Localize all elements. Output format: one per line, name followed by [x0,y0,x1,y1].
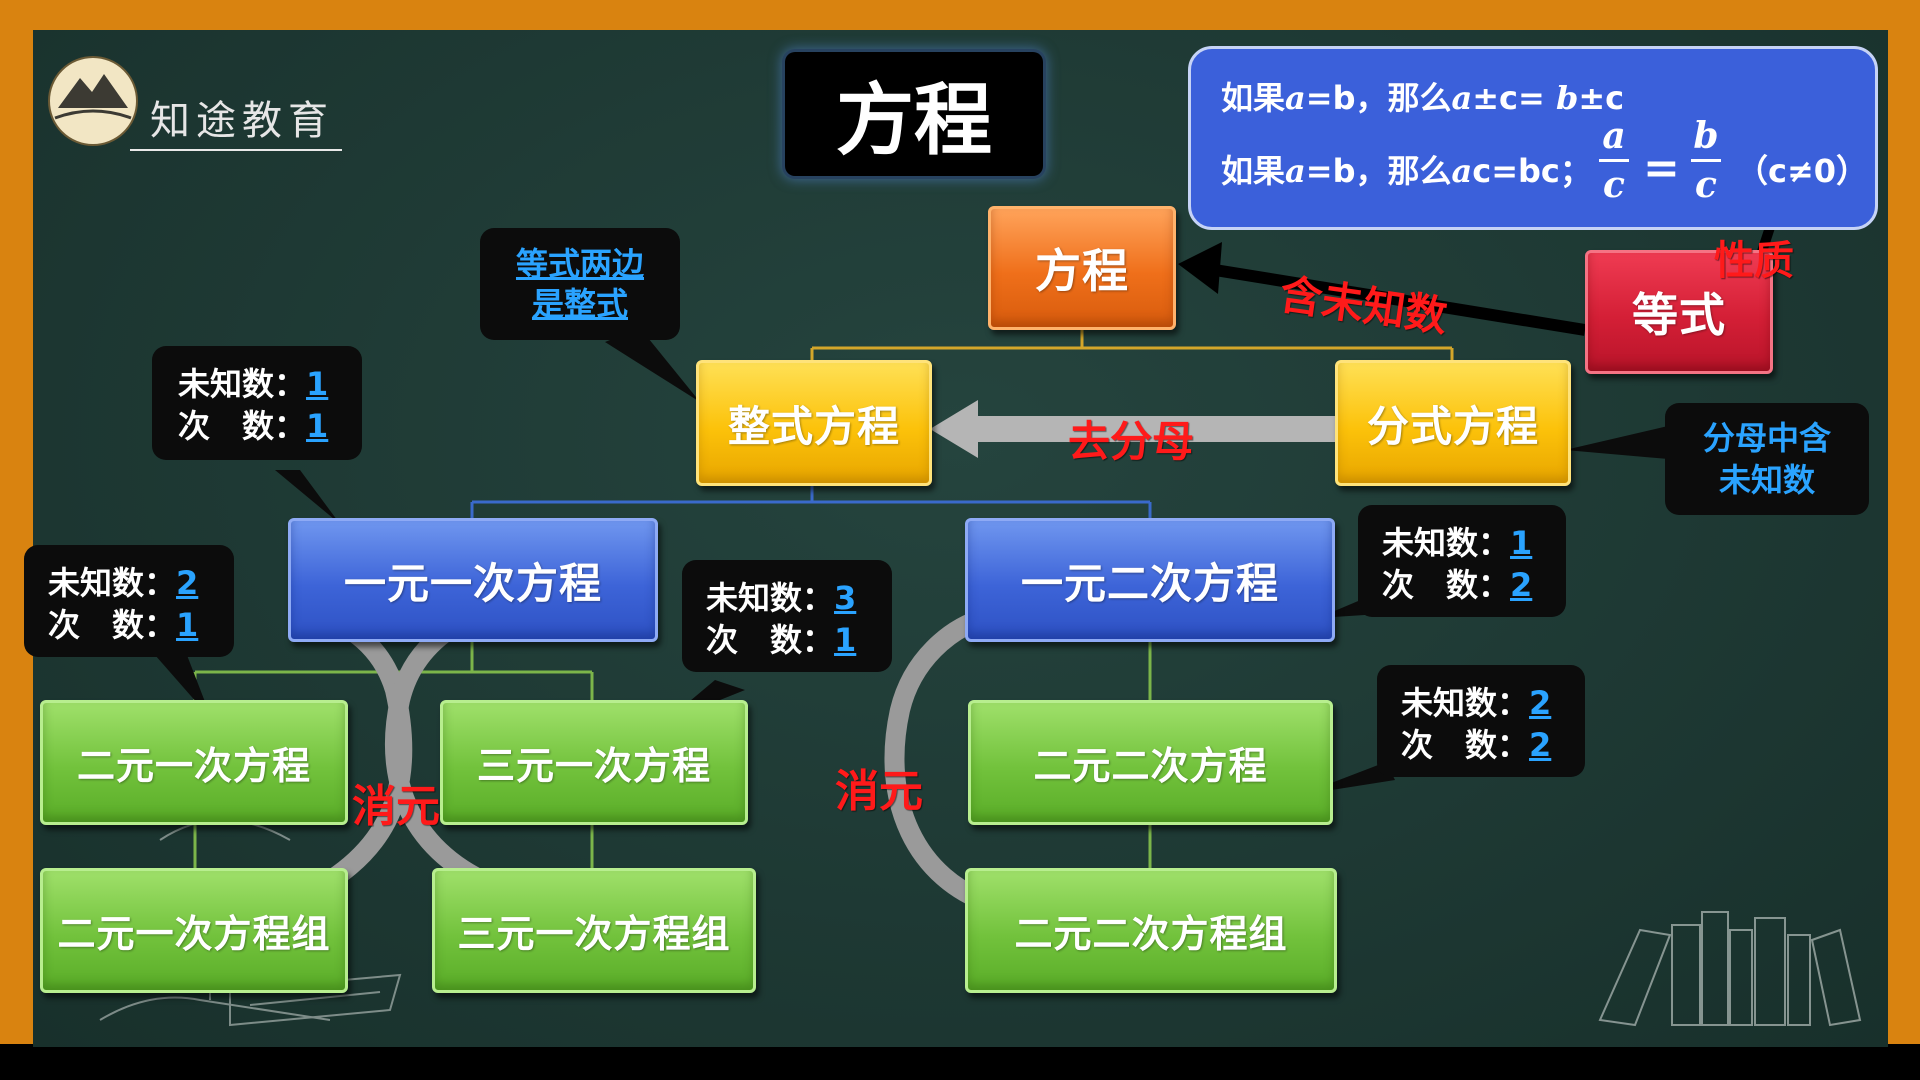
connector-blue [470,486,1152,518]
callout-sanyuan-yici: 未知数：3 次 数：1 [682,560,892,672]
callout-yiyuan-yici: 未知数：1 次 数：1 [152,346,362,460]
callout-label: 未知数： [178,365,307,403]
callout-value: 1 [176,606,199,644]
arrow-qu-fenmu [960,416,1340,442]
arrow-han-weizhishu [1214,264,1586,336]
equals-sign: = [1643,143,1680,194]
callout-text: 是整式 [531,285,628,323]
condition-text: （c≠0） [1736,152,1869,190]
formula-text: 如果 [1221,152,1286,190]
callout-value: 1 [306,407,329,445]
callout-label: 未知数： [706,579,835,617]
formula-text: ±c [1578,79,1625,117]
node-sanyuan-yici: 三元一次方程 [440,700,748,825]
connector-yellow [810,330,1454,362]
formula-var: b [1555,79,1579,117]
fraction-b-over-c: b c [1691,115,1721,206]
node-zhengshi-fangcheng: 整式方程 [696,360,932,486]
callout-row: 次 数：2 [1401,724,1585,766]
node-fenshi-fangcheng: 分式方程 [1335,360,1571,486]
callout-yiyuan-erci: 未知数：1 次 数：2 [1358,505,1566,617]
callout-row: 次 数：1 [48,604,234,646]
bottom-bar [0,1044,1920,1080]
callout-label: 次 数： [48,606,177,644]
node-yiyuan-yici: 一元一次方程 [288,518,658,642]
callout-row: 未知数：3 [706,577,892,619]
page-title: 方程 [785,52,1043,176]
callout-label: 未知数： [1401,684,1530,722]
fraction-a-over-c: a c [1599,115,1629,206]
callout-fenshi-note: 分母中含 未知数 [1665,403,1869,515]
callout-row: 未知数：2 [1401,682,1585,724]
pointer-zhengshi [605,328,700,402]
callout-value: 2 [1529,684,1552,722]
callout-value: 3 [834,579,857,617]
fraction-denominator: c [1695,164,1717,206]
label-qu-fenmu: 去分母 [1068,417,1195,466]
callout-row: 未知数：2 [48,562,234,604]
callout-value: 1 [306,365,329,403]
formula-var: a [1451,152,1473,190]
node-eryuan-erci: 二元二次方程 [968,700,1333,825]
callout-row: 未知数：1 [1382,522,1566,564]
node-eryuan-yici: 二元一次方程 [40,700,348,825]
formula-line-1: 如果a=b，那么a±c= b±c [1221,73,1624,119]
label-xiaoyuan-left: 消元 [352,781,440,832]
callout-label: 未知数： [48,564,177,602]
callout-value: 1 [834,621,857,659]
label-xingzhi: 性质 [1714,238,1794,284]
formula-var: a [1451,79,1473,117]
formula-text: 如果 [1221,79,1286,117]
logo-text: 知途教育 [150,98,334,144]
formula-text: ±c= [1472,79,1545,117]
callout-text: 分母中含 [1702,419,1831,457]
fraction-bar [1691,159,1721,162]
chalk-bookshelf [1598,911,1862,1027]
formula-text: c=bc； [1472,152,1592,190]
node-eryuan-yici-zu: 二元一次方程组 [40,868,348,993]
arrow-qu-fenmu-head [930,400,978,458]
node-eryuan-erci-zu: 二元二次方程组 [965,868,1337,993]
callout-value: 2 [176,564,199,602]
callout-zhengshi-note: 等式两边 是整式 [480,228,680,340]
callout-eryuan-yici: 未知数：2 次 数：1 [24,545,234,657]
callout-row: 次 数：1 [706,619,892,661]
logo-emblem [48,56,138,146]
formula-box: 如果a=b，那么a±c= b±c 如果a=b，那么ac=bc； a c = b … [1188,46,1878,230]
callout-row: 未知数：1 [178,363,362,405]
formula-var: a [1285,152,1306,190]
callout-label: 未知数： [1382,524,1511,562]
callout-eryuan-erci: 未知数：2 次 数：2 [1377,665,1585,777]
fraction-bar [1599,159,1629,162]
node-sanyuan-yici-zu: 三元一次方程组 [432,868,756,993]
callout-text: 等式两边 [515,245,644,283]
formula-line-2: 如果a=b，那么ac=bc； [1221,146,1592,192]
callout-row: 次 数：2 [1382,564,1566,606]
callout-label: 次 数： [1401,726,1530,764]
callout-value: 1 [1510,524,1533,562]
callout-label: 次 数： [1382,566,1511,604]
formula-text: =b，那么 [1305,79,1452,117]
fraction-denominator: c [1603,164,1625,206]
node-yiyuan-erci: 一元二次方程 [965,518,1335,642]
node-dengshi: 等式 [1585,250,1773,374]
formula-text: =b，那么 [1305,152,1452,190]
arrow-xiaoyuan-3 [884,608,1005,915]
callout-label: 次 数： [706,621,835,659]
node-fangcheng: 方程 [988,206,1176,330]
fraction-numerator: a [1602,115,1626,157]
fraction-numerator: b [1693,115,1719,157]
callout-value: 2 [1529,726,1552,764]
arrow-han-weizhishu-head [1178,242,1222,294]
callout-label: 次 数： [178,407,307,445]
callout-value: 2 [1510,566,1533,604]
callout-text: 未知数 [1718,461,1815,499]
label-xiaoyuan-right: 消元 [835,766,923,817]
callout-row: 次 数：1 [178,405,362,447]
formula-var: a [1285,79,1306,117]
